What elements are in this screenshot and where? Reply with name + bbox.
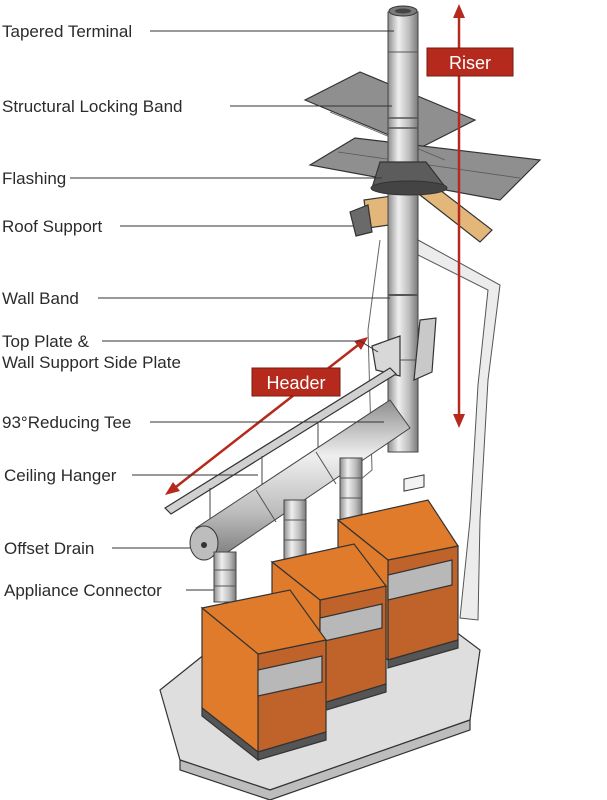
label-top-plate-line1: Top Plate & xyxy=(2,332,90,351)
roof-support-beam xyxy=(418,189,493,243)
label-reducing-tee: 93°Reducing Tee xyxy=(2,413,131,432)
label-roof-support: Roof Support xyxy=(2,217,102,236)
wall-opening xyxy=(359,239,381,481)
label-flashing: Flashing xyxy=(2,169,66,188)
label-appliance-connector: Appliance Connector xyxy=(4,581,162,600)
riser-tag-label: Riser xyxy=(449,53,491,73)
appliance-1 xyxy=(200,589,328,762)
wall-support-side-plate xyxy=(413,317,437,381)
label-offset-drain: Offset Drain xyxy=(4,539,94,558)
roof-support-bracket xyxy=(349,204,373,237)
top-plate xyxy=(371,335,401,377)
header-tag-label: Header xyxy=(266,373,325,393)
appliance-connector-1 xyxy=(213,551,237,603)
wall-outline xyxy=(417,239,501,621)
header-arrow xyxy=(171,341,363,491)
leader-top-plate xyxy=(102,340,379,353)
riser-pipe xyxy=(387,11,419,453)
label-wall-band: Wall Band xyxy=(2,289,79,308)
header-tag xyxy=(251,367,341,397)
label-top-plate-line2: Wall Support Side Plate xyxy=(2,353,181,372)
header-rail xyxy=(164,367,397,515)
label-structural-locking-band: Structural Locking Band xyxy=(2,97,183,116)
floor-slab-edge xyxy=(179,719,471,800)
riser-tag xyxy=(426,47,514,77)
label-tapered-terminal: Tapered Terminal xyxy=(2,22,132,41)
label-ceiling-hanger: Ceiling Hanger xyxy=(4,466,117,485)
